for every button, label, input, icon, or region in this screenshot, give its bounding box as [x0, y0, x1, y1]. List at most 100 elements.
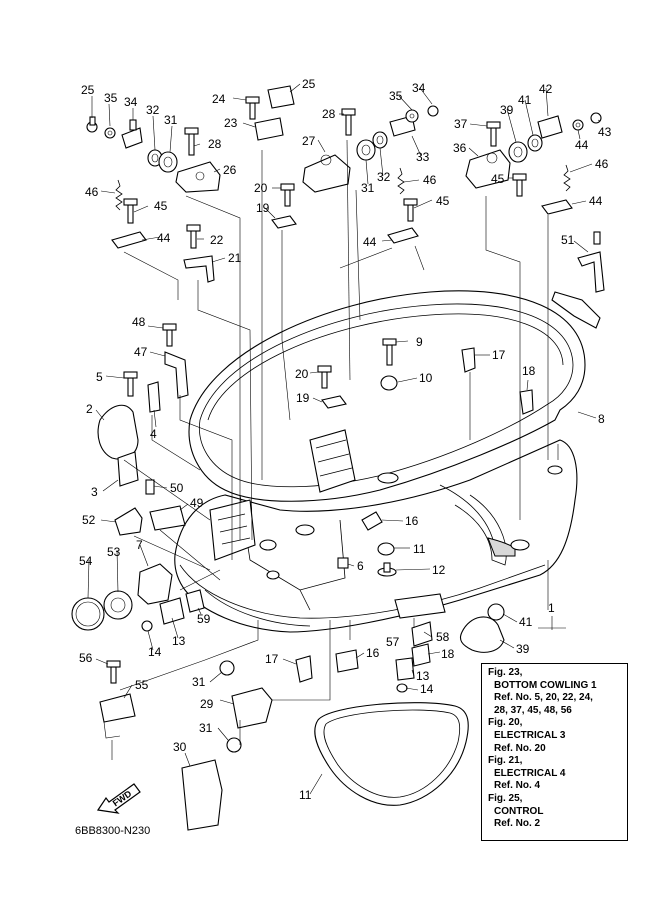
part-label: 20	[254, 181, 268, 195]
part-label: 39	[500, 103, 514, 117]
plate-44-center	[387, 227, 419, 244]
bolt-37	[486, 121, 501, 147]
part-label: 29	[200, 697, 214, 711]
part-label: 28	[208, 137, 222, 151]
part-label: 48	[132, 315, 146, 329]
part-label: 45	[436, 194, 450, 208]
bolt-45-center	[403, 198, 418, 222]
fwd-arrow-icon: FWD	[96, 783, 141, 814]
bolt-34-center	[427, 105, 439, 117]
part-label: 26	[223, 163, 237, 177]
part-label: 51	[561, 233, 575, 247]
part-label: 31	[199, 721, 213, 735]
washer-35-left	[104, 127, 116, 139]
handle-2	[97, 404, 139, 460]
part-label: 18	[522, 364, 536, 378]
part-label: 2	[86, 402, 93, 416]
part-label: 31	[164, 113, 178, 127]
ref-line: Ref. No. 5, 20, 22, 24,	[494, 692, 593, 704]
bracket-51	[577, 231, 605, 293]
part-label: 58	[436, 630, 450, 644]
grommet-40	[527, 134, 543, 152]
pad-19-center	[321, 395, 347, 409]
bracket-52	[114, 507, 143, 536]
part-57-58	[411, 621, 433, 647]
clip-41	[537, 115, 563, 139]
bolt-24	[245, 96, 260, 120]
forward-direction-badge: FWD	[96, 780, 142, 819]
part-label: 55	[135, 678, 149, 692]
grommet-31-bottom-b	[226, 737, 242, 753]
ref-line: Fig. 20,	[488, 717, 523, 729]
grommet-12	[377, 562, 397, 577]
part-label: 19	[256, 201, 270, 215]
ref-line: Ref. No. 20	[494, 742, 546, 754]
part-label: 59	[197, 612, 211, 626]
clamp-54	[71, 597, 105, 631]
part-label: 17	[265, 652, 279, 666]
part-label: 44	[157, 231, 171, 245]
assembly-label-1: 1	[548, 601, 555, 615]
part-label: 44	[589, 194, 603, 208]
grommet-13-right	[395, 657, 415, 681]
plug-16	[361, 511, 383, 531]
bolt-6	[337, 557, 349, 569]
grommet-13-left	[159, 597, 185, 625]
part-label: 35	[389, 89, 403, 103]
reference-note-box: Fig. 23, BOTTOM COWLING 1 Ref. No. 5, 20…	[481, 663, 628, 841]
bolt-28-center	[341, 108, 356, 136]
clip-25	[267, 85, 295, 109]
part-label: 25	[81, 83, 95, 97]
clip-23	[254, 117, 284, 141]
leader-lines	[87, 83, 601, 795]
connector-assembly	[551, 291, 601, 329]
part-label: 25	[302, 77, 316, 91]
part-label: 41	[518, 93, 532, 107]
bracket-49	[149, 505, 186, 531]
part-label: 17	[492, 348, 506, 362]
part-label: 54	[79, 554, 93, 568]
part-label: 34	[412, 81, 426, 95]
plate-44-left	[111, 231, 147, 249]
part-label: 21	[228, 251, 242, 265]
pad-15	[335, 649, 359, 673]
part-label: 57	[386, 635, 400, 649]
part-label: 31	[192, 675, 206, 689]
ref-line: CONTROL	[494, 805, 544, 817]
part-label: 33	[416, 150, 430, 164]
ref-line: Fig. 21,	[488, 755, 523, 767]
spring-46-right	[563, 164, 571, 192]
part-label: 28	[322, 107, 336, 121]
damper-17-right	[411, 643, 431, 667]
bolt-50	[145, 479, 155, 495]
part-label: 13	[416, 669, 430, 683]
part-label: 14	[148, 645, 162, 659]
bracket-47	[164, 351, 189, 399]
bottom-cowling-body	[174, 290, 586, 633]
damper-18-right	[519, 389, 534, 415]
part-label: 32	[146, 103, 160, 117]
holder-26-left	[175, 161, 221, 193]
bolt-28-left	[184, 127, 199, 156]
part-label: 10	[419, 371, 433, 385]
part-label: 34	[124, 95, 138, 109]
grommet-31-left	[158, 151, 178, 173]
part-label: 53	[107, 545, 121, 559]
part-label: 45	[154, 199, 168, 213]
bolt-45-left	[123, 198, 138, 224]
part-59	[185, 589, 205, 613]
part-label: 46	[595, 157, 609, 171]
part-label: 13	[172, 634, 186, 648]
part-number-labels: 25 35 34 32 31 28 26 46 45 44 22 21 24 2…	[79, 77, 612, 802]
grommet-53	[103, 590, 133, 620]
part-label: 36	[453, 141, 467, 155]
part-label: 42	[539, 82, 553, 96]
switch-7	[137, 563, 173, 605]
part-label: 4	[150, 427, 157, 441]
part-label: 12	[432, 563, 446, 577]
grommet-11-bottom	[377, 542, 395, 556]
part-label: 16	[405, 514, 419, 528]
grommet-32-center	[372, 131, 388, 149]
part-label: 50	[170, 481, 184, 495]
part-label: 7	[136, 538, 143, 552]
